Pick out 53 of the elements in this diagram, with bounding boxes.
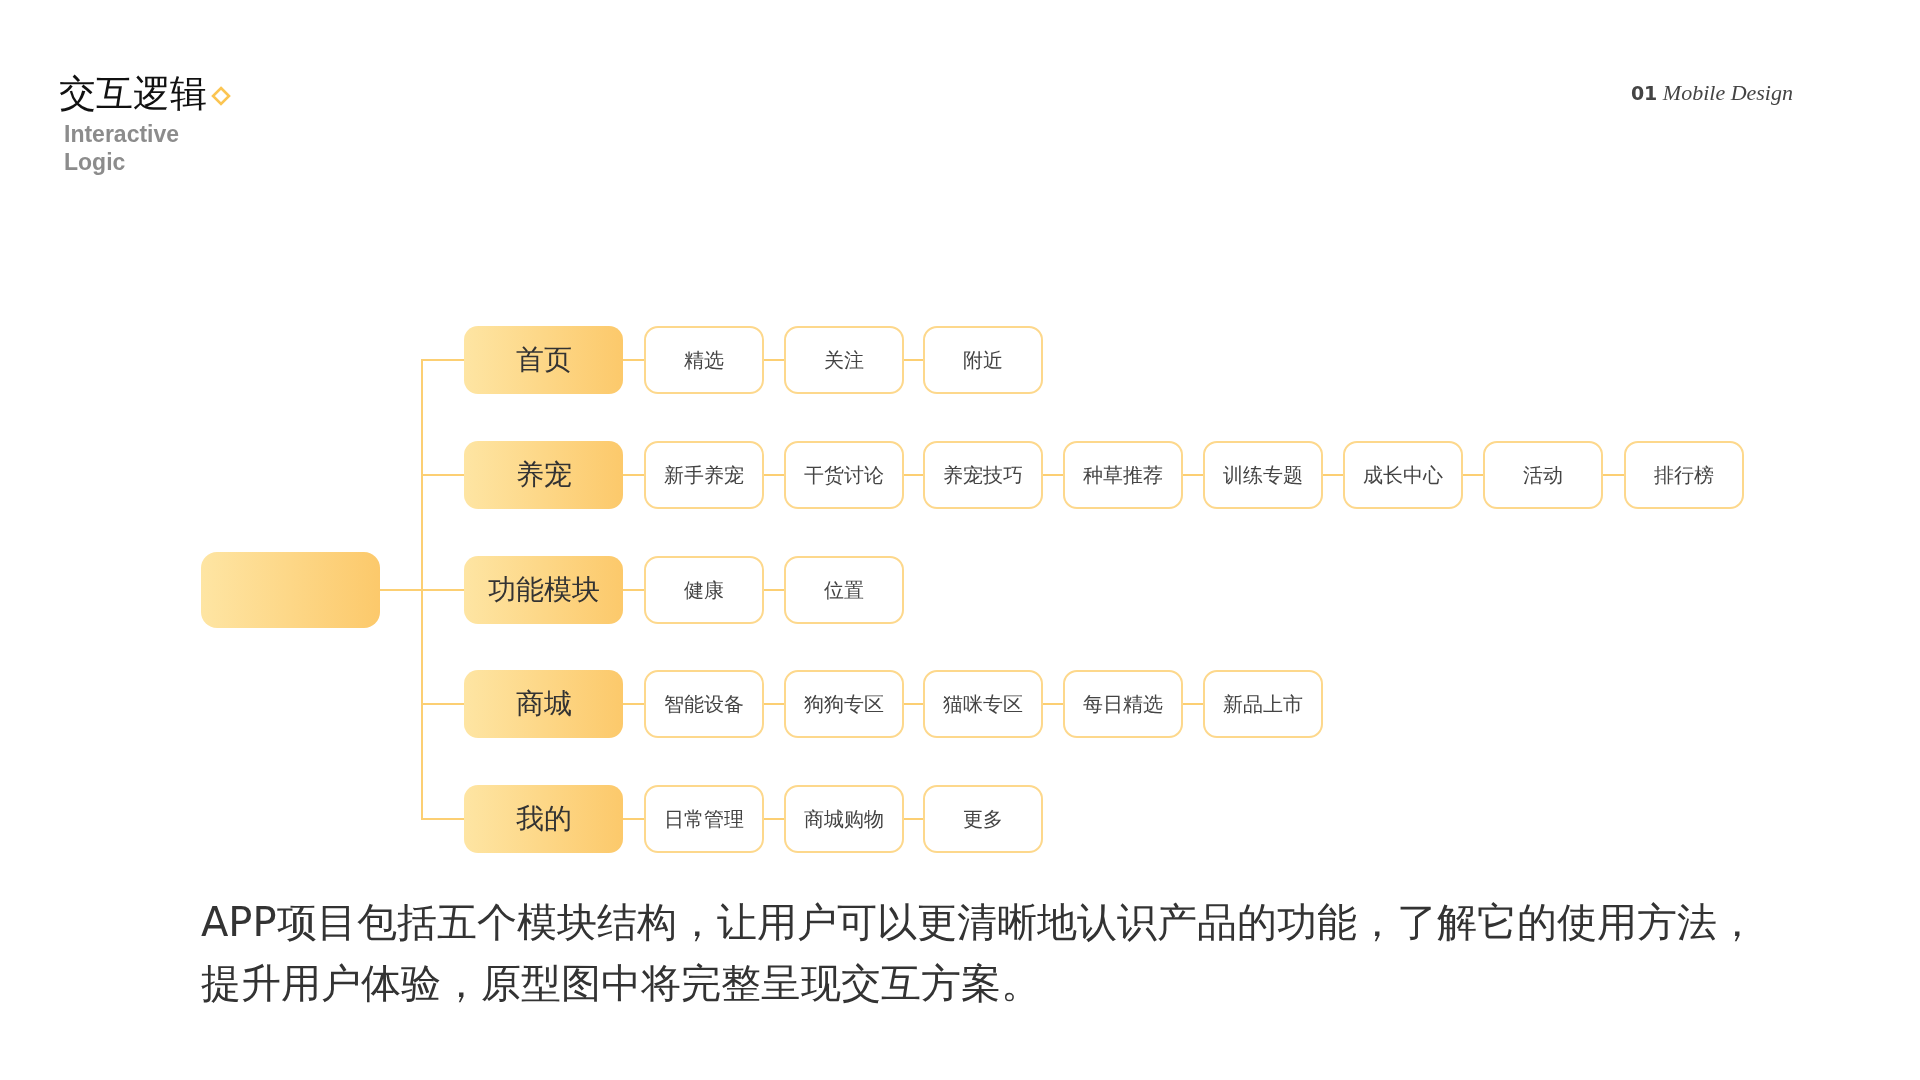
feature-box: 成长中心: [1343, 441, 1463, 509]
root-box: [201, 552, 380, 628]
connector-line: [379, 589, 465, 820]
connector-line: [903, 703, 924, 705]
feature-box: 活动: [1483, 441, 1603, 509]
page-title: 交互逻辑: [59, 72, 207, 117]
feature-box: 健康: [644, 556, 764, 624]
feature-box: 每日精选: [1063, 670, 1183, 738]
connector-line: [622, 589, 645, 591]
connector-line: [1322, 474, 1344, 476]
feature-box: 更多: [923, 785, 1043, 853]
feature-box: 精选: [644, 326, 764, 394]
connector-line: [1042, 474, 1064, 476]
connector-line: [622, 818, 645, 820]
feature-box: 新品上市: [1203, 670, 1323, 738]
module-box: 商城: [464, 670, 623, 738]
feature-box: 猫咪专区: [923, 670, 1043, 738]
connector-line: [1602, 474, 1625, 476]
connector-line: [763, 818, 785, 820]
connector-line: [1182, 474, 1204, 476]
feature-box: 附近: [923, 326, 1043, 394]
feature-box: 商城购物: [784, 785, 904, 853]
module-box: 我的: [464, 785, 623, 853]
feature-box: 日常管理: [644, 785, 764, 853]
connector-line: [903, 474, 924, 476]
connector-line: [622, 474, 645, 476]
connector-line: [763, 474, 785, 476]
feature-box: 智能设备: [644, 670, 764, 738]
feature-box: 干货讨论: [784, 441, 904, 509]
module-box: 首页: [464, 326, 623, 394]
feature-box: 排行榜: [1624, 441, 1744, 509]
feature-box: 新手养宠: [644, 441, 764, 509]
feature-box: 训练专题: [1203, 441, 1323, 509]
feature-box: 关注: [784, 326, 904, 394]
connector-line: [1042, 703, 1064, 705]
connector-line: [763, 359, 785, 361]
description-text: APP项目包括五个模块结构，让用户可以更清晰地认识产品的功能，了解它的使用方法，提升用户体验，原型图中将完整呈现交互方案。: [201, 898, 1758, 1008]
feature-box: 种草推荐: [1063, 441, 1183, 509]
section-tag: 01 Mobile Design: [1630, 80, 1793, 106]
connector-line: [763, 589, 785, 591]
connector-line: [622, 703, 645, 705]
connector-line: [763, 703, 785, 705]
connector-line: [1182, 703, 1204, 705]
module-box: 功能模块: [464, 556, 623, 624]
connector-line: [903, 359, 924, 361]
connector-line: [903, 818, 924, 820]
connector-line: [1462, 474, 1484, 476]
feature-box: 位置: [784, 556, 904, 624]
feature-box: 狗狗专区: [784, 670, 904, 738]
module-box: 养宠: [464, 441, 623, 509]
subtitle-text: Interactive Logic: [64, 120, 180, 176]
connector-line: [622, 359, 645, 361]
feature-box: 养宠技巧: [923, 441, 1043, 509]
